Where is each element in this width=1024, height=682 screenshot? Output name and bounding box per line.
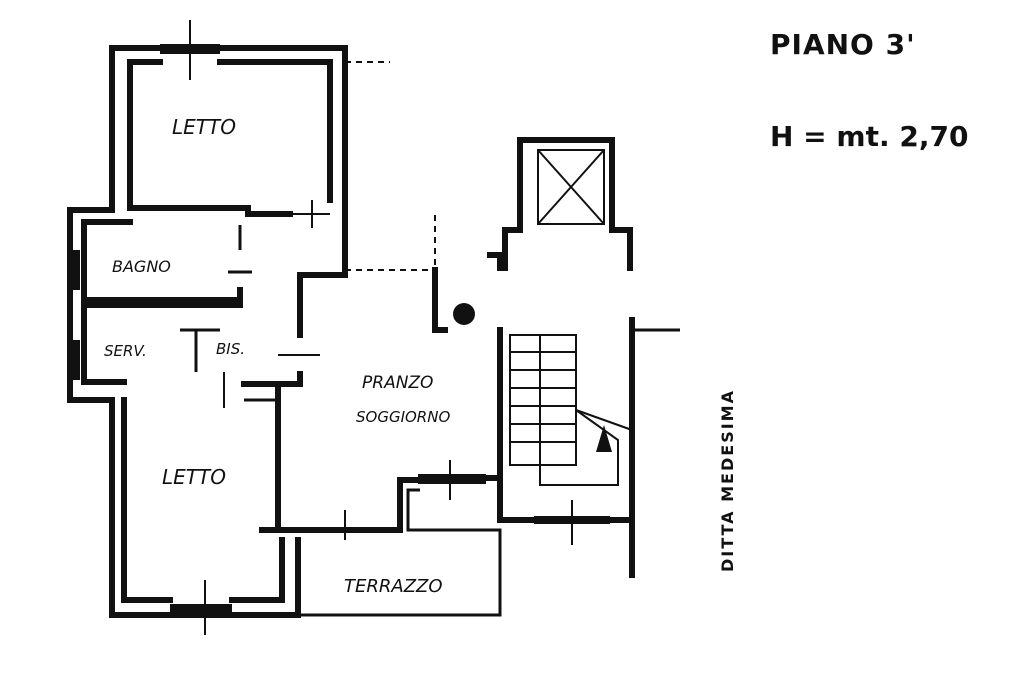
company-note: DITTA MEDESIMA [718, 389, 737, 572]
room-label-living: SOGGIORNO [356, 408, 450, 426]
room-label-terrace: TERRAZZO [344, 576, 443, 597]
stair-arrow-icon [596, 425, 612, 452]
window-bath [70, 250, 80, 290]
room-label-bis: BIS. [216, 340, 245, 358]
window-bottom [170, 604, 232, 614]
lift-shaft [487, 137, 633, 271]
terrace-walls [296, 488, 502, 617]
window-service [70, 340, 80, 380]
room-label-dining: PRANZO [362, 373, 433, 393]
floor-title: PIANO 3' [770, 28, 916, 61]
room-label-bedroom-bottom: LETTO [162, 465, 226, 489]
room-label-bedroom-top: LETTO [172, 115, 236, 139]
room-label-bathroom: BAGNO [112, 257, 171, 276]
flue-mark [453, 303, 475, 325]
window-living [418, 474, 486, 484]
bedroom-bottom-walls [109, 372, 301, 635]
bedroom-top-walls [109, 20, 390, 278]
room-label-service: SERV. [104, 342, 147, 360]
stairwell [497, 317, 680, 578]
ceiling-height: H = mt. 2,70 [770, 120, 969, 153]
bathroom-service-walls [67, 200, 330, 403]
